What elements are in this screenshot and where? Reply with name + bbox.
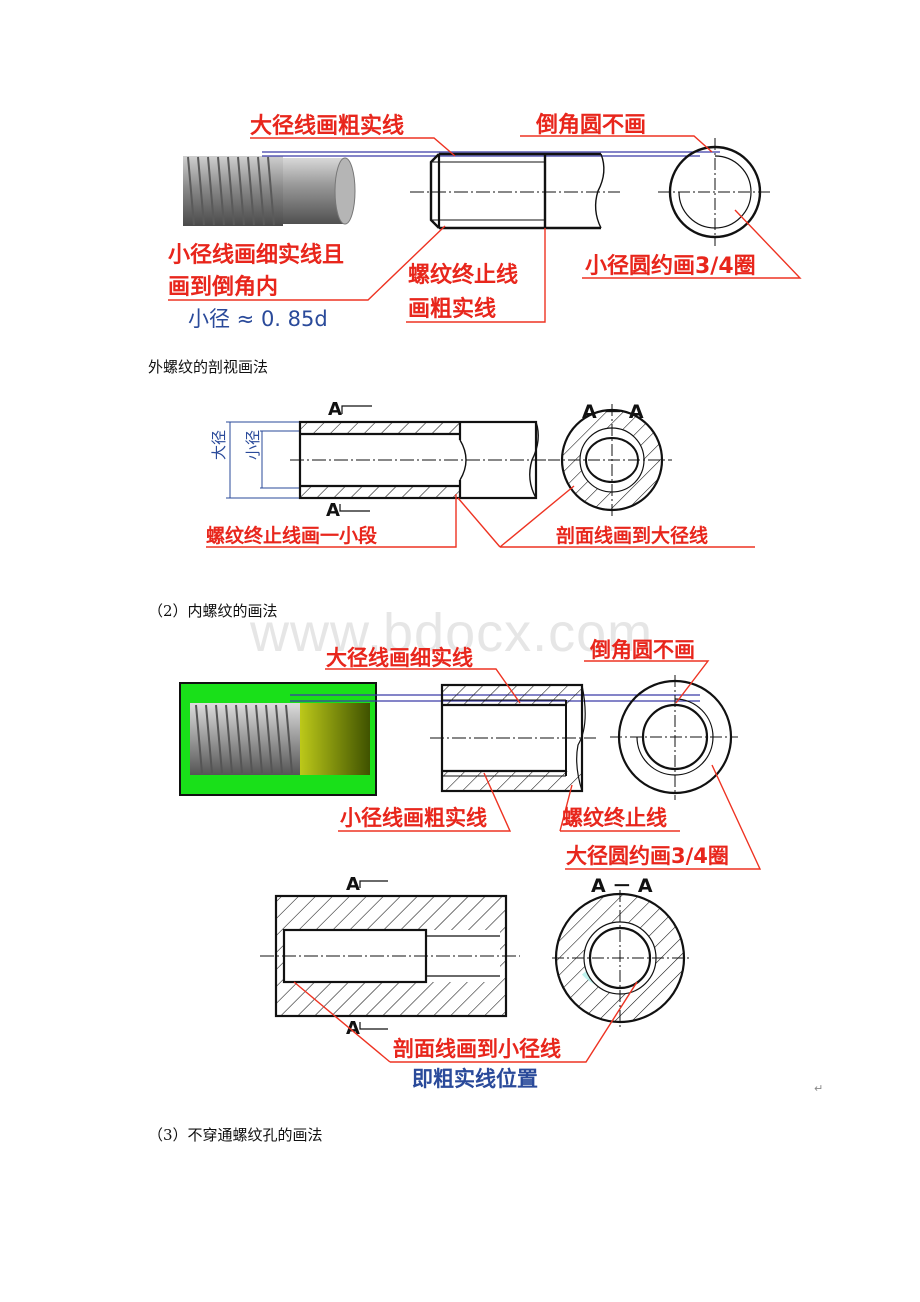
annotation-leaders [168,135,802,323]
cut-mark-top-2: A [346,874,360,895]
label-end-line-2: 画粗实线 [408,296,496,322]
label-end-short: 螺纹终止线画一小段 [206,524,378,547]
threaded-rod-render [183,156,356,226]
internal-section-leaders [293,981,638,1063]
label-major-circle: 大径圆约画3/4圈 [566,844,729,868]
label-minor-thick: 小径线画粗实线 [340,806,487,830]
section-label-2: A － A [591,875,653,897]
section-leaders [206,485,755,548]
cut-mark-bottom: A [326,500,340,521]
label-internal-chamfer: 倒角圆不画 [589,638,695,662]
label-minor-ratio: 小径 ≈ 0. 85d [188,307,328,331]
label-internal-end: 螺纹终止线 [562,806,667,830]
figure-external-thread: 大径线画粗实线 倒角圆不画 小径线画细实线且 画到倒角内 螺纹终止线 画粗实线 … [168,112,802,331]
dim-minor: 小径 [244,430,262,460]
watermark: www.bdocx.com [250,603,654,663]
internal-leaders [325,660,762,870]
internal-thread-view [430,683,596,793]
dimension-lines [226,421,300,499]
internal-end-view [610,675,738,800]
label-chamfer-none: 倒角圆不画 [535,112,646,138]
external-thread-view [410,152,620,230]
internal-thread-render [179,682,377,796]
major-diameter-guides [262,151,720,157]
label-major-thick: 大径线画粗实线 [250,113,404,139]
label-hatch-major: 剖面线画到大径线 [556,524,708,547]
external-section-body: A A [290,399,560,521]
figure-internal-thread: 大径线画细实线 倒角圆不画 小径线画粗实线 螺纹终止线 大径圆约画3/4圈 [179,638,762,870]
caption-internal-heading: （2）内螺纹的画法 [148,602,278,620]
external-section-ring [548,404,672,518]
label-minor-thin-2: 画到倒角内 [168,274,278,300]
caption-blind-hole-heading: （3）不穿通螺纹孔的画法 [148,1126,323,1144]
label-hatch-minor-2: 即粗实线位置 [412,1067,538,1091]
internal-section-ring [552,890,690,1028]
label-hatch-minor-1: 剖面线画到小径线 [393,1037,561,1061]
figure-external-thread-section: 大径 小径 A A A － A 螺纹终止线画一 [206,399,755,548]
section-label: A － A [582,401,644,423]
cut-mark-top: A [328,399,342,420]
caption-external-section: 外螺纹的剖视画法 [148,358,269,376]
label-major-thin: 大径线画细实线 [326,646,473,670]
figure-internal-thread-section: A A A － A 剖面线画到小径线 即粗实线位置 [260,874,690,1091]
dim-major: 大径 [210,430,228,460]
external-thread-end-view [658,138,772,246]
label-minor-thin-1: 小径线画细实线且 [168,242,344,268]
label-minor-circle: 小径圆约画3/4圈 [585,253,756,279]
internal-section-body: A A [260,874,520,1039]
paragraph-mark: ↵ [814,1082,824,1095]
label-end-line-1: 螺纹终止线 [408,262,518,288]
